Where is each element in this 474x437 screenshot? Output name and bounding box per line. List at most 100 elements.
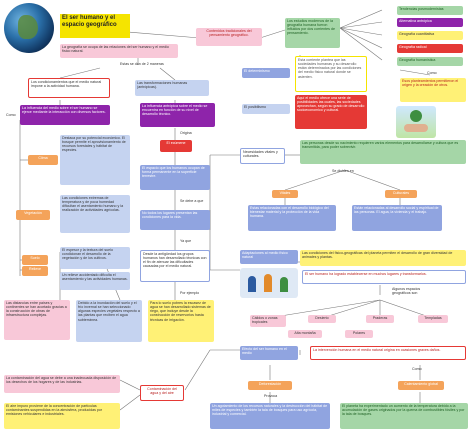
globe-image (4, 3, 54, 53)
distancias-desc-box: Las distancias entre países y continente… (4, 300, 70, 340)
deforestacion-desc-text: Un agotamiento de los recursos naturales… (212, 404, 328, 417)
adaptaciones-desc-box: Las condiciones del físico-geográficas d… (300, 250, 466, 266)
globe-land (18, 15, 38, 39)
estudios-modernos-text: Los estudios modernos de la geografía hu… (287, 19, 335, 36)
provoca-text: Provoca (264, 394, 278, 398)
estudios-modernos-box: Los estudios modernos de la geografía hu… (285, 18, 340, 48)
suelo-agua-desc-box: Para lo suelo pobres la escasez de agua … (148, 300, 214, 342)
aire-desc-box: El aire impuro proviene de la concentrac… (4, 403, 120, 429)
ya-que-text: Ya que (180, 239, 192, 243)
legend-item-3: Geografía cuantitativa (397, 31, 463, 40)
vegetacion-desc-text: Las condiciones extremas de temperatura … (62, 196, 124, 213)
dos-maneras-label: Estas se dan de 2 maneras (118, 61, 178, 68)
posibilismo-desc-box: Aquí el medio ofrece una serie de posibi… (295, 95, 367, 129)
legend-item-5-text: Geografía humanística (399, 58, 436, 62)
influencia-medio-box: La influencia del medio sobre el ser hum… (20, 105, 110, 125)
alta-montana-box: Alta montaña (288, 330, 322, 338)
como-bottom-label: Como (410, 366, 430, 373)
como-label-text: Como (427, 71, 437, 75)
suelo-desc-box: El espesor y la textura del suelo condic… (60, 247, 130, 269)
ser-humano-desc-text: El ser humano ha logrado establecerse en… (305, 272, 427, 276)
se-debe-label: Se debe a que (178, 198, 208, 205)
como-left-text: Como (6, 113, 16, 117)
como-left-label: Como (4, 112, 20, 119)
efecto-text: Efecto del ser humano en el medio (242, 347, 287, 356)
espacios-text: Algunos espacios geográficos son (392, 287, 421, 296)
tree-icon (410, 110, 422, 122)
determinismo-text: El determinismo (244, 69, 270, 73)
person-icon-1 (248, 276, 256, 292)
contaminacion-agua-text: La contaminación del agua se debe a una … (6, 376, 117, 385)
factor-vegetacion-text: Vegetación (24, 211, 42, 215)
efecto-box: Efecto del ser humano en el medio (240, 346, 298, 360)
origina-text: Origina (180, 131, 192, 135)
polares-box: Polares (345, 330, 373, 338)
personas-desc-text: Las personas desde su nacimiento requier… (302, 141, 459, 150)
calentamiento-text: Calentamiento global (404, 382, 438, 386)
culturales-desc-box: Están relacionadas al desarrollo social … (352, 205, 442, 231)
legend-item-4-text: Geografía radical (399, 45, 427, 49)
inundacion-desc-text: Debido a la inundación del suelo y el fr… (78, 301, 140, 322)
deforestacion-box: Deforestación (248, 381, 292, 390)
person-icon-2 (264, 274, 272, 292)
personas-desc-box: Las personas desde su nacimiento requier… (300, 140, 466, 164)
intervencion-box: La intervención humana en el medio natur… (310, 346, 466, 360)
por-ejemplo-text: Por ejemplo (180, 291, 200, 295)
influencia-medio-text: La influencia del medio sobre el ser hum… (22, 106, 106, 115)
factor-relieve-text: Relieve (29, 267, 41, 271)
legend-item-5: Geografía humanística (397, 57, 463, 66)
praderas-text: Praderas (372, 316, 388, 320)
legend-item-1-text: Tendencias posmodernistas (399, 7, 444, 11)
aire-desc-text: El aire impuro proviene de la concentrac… (6, 404, 103, 417)
posibilismo-text: El posibilismo (244, 105, 266, 109)
adaptaciones-text: Adaptaciones al medio físico natural (242, 251, 288, 260)
por-ejemplo-label: Por ejemplo (178, 290, 208, 297)
praderas-box: Praderas (366, 315, 394, 323)
espacios-label: Algunos espacios geográficos son (390, 286, 440, 298)
ecumene-desc-box: El espacio que los humanos ocupan de for… (140, 165, 210, 190)
influencia-antropica-text: La influencia antrópica sobre el medio s… (142, 104, 208, 117)
relieve-desc-text: Un relieve accidentado dificulta el asen… (62, 273, 128, 282)
geografia-def-box: La geografía se ocupa de las relaciones … (60, 44, 178, 58)
determinismo-desc-box: Esta corriente plantea que las sociedade… (295, 56, 367, 92)
planteamientos-box: Esos planteamientos permitieron el orige… (400, 78, 466, 102)
determinismo-desc-text: Esta corriente plantea que las sociedade… (298, 58, 362, 79)
legend-item-1: Tendencias posmodernistas (397, 6, 463, 15)
contenidos-box: Contenidos tradicionales del pensamiento… (196, 28, 262, 46)
origina-label: Origina (178, 130, 202, 137)
geografia-def-text: La geografía se ocupa de las relaciones … (62, 45, 169, 54)
legend-item-2: Alternativa antrópica (397, 18, 463, 27)
clima-desc-text: Destaca por su potencial económico. El b… (62, 136, 126, 153)
se-dividen-label: Se dividen en (330, 168, 370, 175)
vegetacion-desc-box: Las condiciones extremas de temperatura … (60, 195, 130, 233)
planteamientos-text: Esos planteamientos permitieron el orige… (402, 79, 459, 88)
factor-clima-text: Clima (38, 156, 48, 160)
influencia-antropica-box: La influencia antrópica sobre el medio s… (140, 103, 215, 127)
calentamiento-desc-text: El planeta ha experimentado un aumento d… (342, 404, 465, 417)
culturales-box: Culturales (385, 190, 417, 198)
map-title-text: El ser humano y el espacio geográfico (62, 15, 117, 28)
paisaje-desc-text: Desde la antigüedad los grupos humanos h… (143, 252, 207, 269)
templadas-box: Templadas (418, 315, 448, 323)
legend-item-2-text: Alternativa antrópica (399, 19, 432, 23)
ecumene-desc-text: El espacio que los humanos ocupan de for… (142, 166, 205, 179)
factor-vegetacion-box: Vegetación (16, 210, 50, 220)
transformaciones-box: Las transformaciones humanas (antrópicas… (135, 80, 209, 96)
como-bottom-text: Como (412, 367, 422, 371)
ecumene-text: El ecúmene (166, 141, 186, 145)
factor-relieve-box: Relieve (22, 266, 48, 276)
clima-desc-box: Destaca por su potencial económico. El b… (60, 135, 130, 185)
como-label: Como (425, 70, 445, 77)
deforestacion-desc-box: Un agotamiento de los recursos naturales… (210, 403, 330, 429)
calentamiento-desc-box: El planeta ha experimentado un aumento d… (340, 403, 468, 429)
hands-icon (404, 124, 428, 132)
inundacion-desc-box: Debido a la inundación del suelo y el fr… (76, 300, 142, 342)
posibilismo-desc-text: Aquí el medio ofrece una serie de posibi… (297, 96, 365, 113)
ya-que-label: Ya que (178, 238, 198, 245)
polares-text: Polares (352, 331, 366, 335)
dos-maneras-text: Estas se dan de 2 maneras (120, 62, 164, 66)
calidos-text: Cálidos o zonas tropicales (252, 316, 278, 325)
vitales-text: Vitales (279, 191, 291, 195)
ecumene-box: El ecúmene (160, 140, 192, 152)
